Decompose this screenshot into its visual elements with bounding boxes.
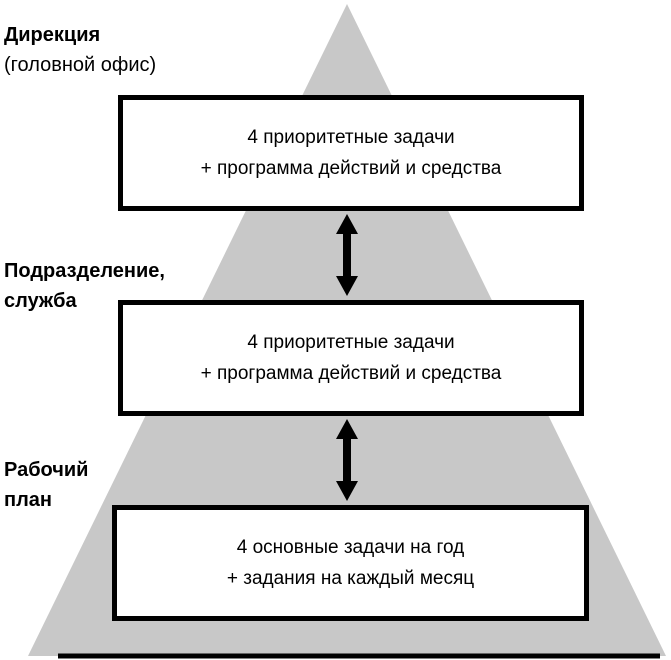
label-direction-title: Дирекция [4,24,101,46]
level-box-direction: 4 приоритетные задачи + программа действ… [118,95,584,211]
level-box-line1: 4 приоритетные задачи [247,331,455,353]
label-division-subtitle: служба [4,290,77,312]
level-box-line2: + программа действий и средства [200,157,502,179]
label-division-title: Подразделение, [4,260,165,282]
double-arrow-icon [336,214,358,296]
level-box-work-plan: 4 основные задачи на год + задания на ка… [112,505,589,621]
level-box-line1: 4 приоритетные задачи [247,126,455,148]
label-work-plan-title: Рабочий [4,459,89,481]
label-work-plan: Рабочий план [4,455,88,515]
level-box-line1: 4 основные задачи на год [236,536,465,558]
label-division: Подразделение, служба [4,256,165,316]
double-arrow-icon [336,419,358,501]
level-box-line2: + программа действий и средства [200,362,502,384]
label-direction: Дирекция (головной офис) [4,20,156,80]
label-direction-subtitle: (головной офис) [4,54,157,76]
level-box-line2: + задания на каждый месяц [226,567,475,589]
label-work-plan-subtitle: план [4,489,52,511]
level-box-division: 4 приоритетные задачи + программа действ… [118,300,584,416]
